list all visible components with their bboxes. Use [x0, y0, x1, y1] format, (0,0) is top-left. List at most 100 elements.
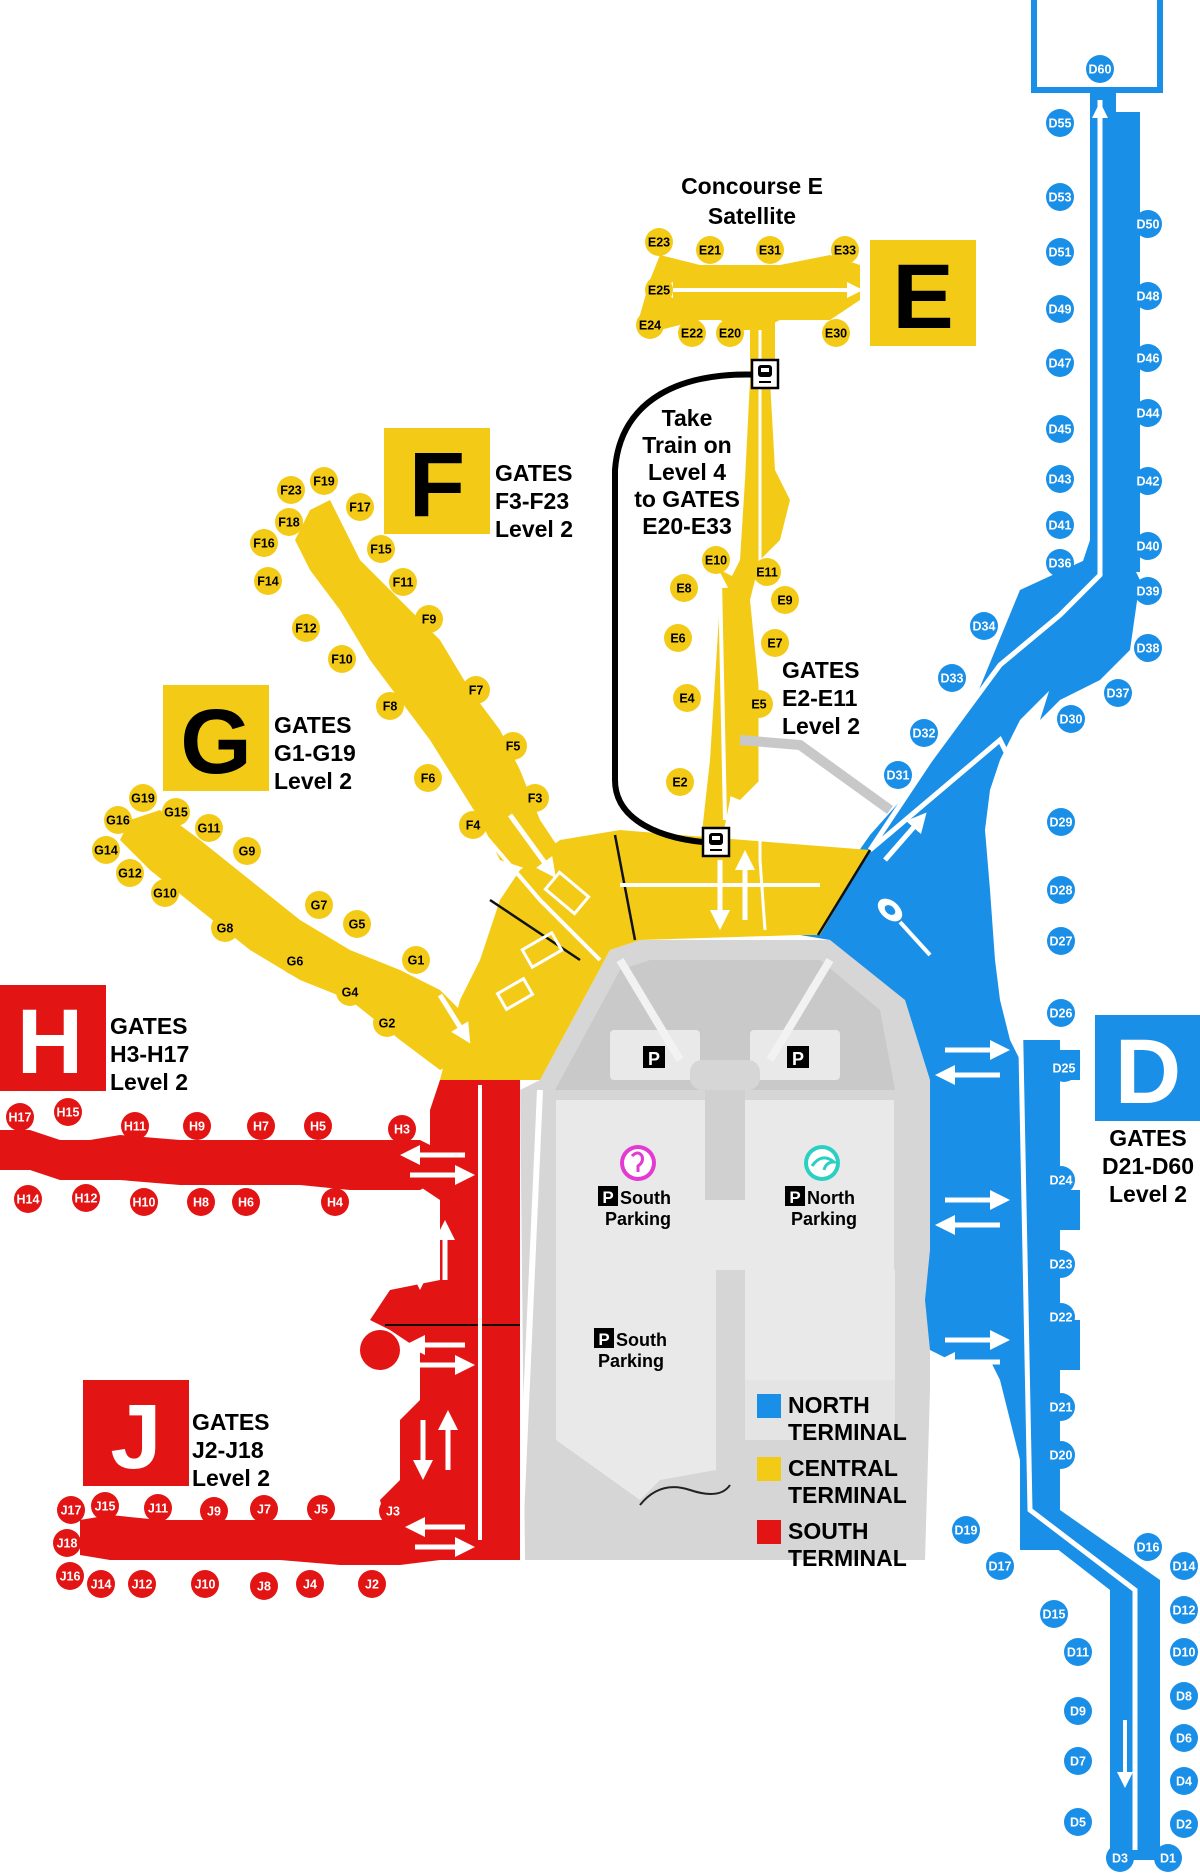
gate-h7: H7 — [247, 1112, 275, 1140]
gate-j4: J4 — [296, 1570, 324, 1598]
gate-label: E33 — [834, 244, 856, 258]
gate-marker — [233, 837, 261, 865]
gate-label: D7 — [1070, 1755, 1086, 1769]
svg-text:E2-E11: E2-E11 — [782, 685, 858, 711]
gate-j14: J14 — [87, 1570, 115, 1598]
gate-label: D45 — [1049, 423, 1072, 437]
gate-d41: D41 — [1046, 511, 1074, 539]
gate-g19: G19 — [129, 784, 157, 812]
gate-marker — [183, 1112, 211, 1140]
gate-label: D42 — [1137, 475, 1160, 489]
gate-label: D23 — [1050, 1258, 1073, 1272]
gate-label: J17 — [61, 1504, 82, 1518]
gate-label: D41 — [1049, 519, 1072, 533]
concourse-h-gates-label: GATES H3-H17 Level 2 — [110, 1013, 189, 1095]
gate-marker — [938, 664, 966, 692]
gate-marker — [986, 1552, 1014, 1580]
gate-marker — [187, 1188, 215, 1216]
gate-label: D51 — [1049, 246, 1072, 260]
gate-label: E2 — [672, 776, 687, 790]
gate-marker — [367, 535, 395, 563]
gate-label: G1 — [408, 954, 425, 968]
gate-marker — [822, 319, 850, 347]
gate-d17: D17 — [986, 1552, 1014, 1580]
gate-d38: D38 — [1134, 634, 1162, 662]
gate-d1: D1 — [1154, 1844, 1182, 1872]
gate-marker — [121, 1112, 149, 1140]
gate-marker — [211, 914, 239, 942]
gate-marker — [54, 1098, 82, 1126]
gate-marker — [636, 311, 664, 339]
gate-label: D44 — [1137, 407, 1160, 421]
gate-marker — [1134, 532, 1162, 560]
gate-marker — [753, 558, 781, 586]
gate-label: D1 — [1160, 1852, 1176, 1866]
gate-e9: E9 — [771, 586, 799, 614]
gate-label: D43 — [1049, 473, 1072, 487]
gate-g1: G1 — [402, 946, 430, 974]
svg-text:Parking: Parking — [605, 1209, 671, 1229]
gate-j16: J16 — [56, 1562, 84, 1590]
gate-d30: D30 — [1057, 705, 1085, 733]
gate-label: D38 — [1137, 642, 1160, 656]
gate-label: F7 — [469, 684, 484, 698]
gate-label: D50 — [1137, 218, 1160, 232]
gate-label: D40 — [1137, 540, 1160, 554]
gate-j2: J2 — [358, 1570, 386, 1598]
gate-marker — [1154, 1844, 1182, 1872]
gate-label: F15 — [370, 543, 392, 557]
gate-f8: F8 — [376, 692, 404, 720]
gate-marker — [884, 761, 912, 789]
gate-label: D60 — [1089, 63, 1112, 77]
gate-label: D15 — [1043, 1608, 1066, 1622]
gate-e2: E2 — [666, 768, 694, 796]
gate-label: G11 — [198, 822, 221, 836]
gate-label: H7 — [253, 1120, 269, 1134]
gate-f6: F6 — [414, 764, 442, 792]
svg-text:GATES: GATES — [782, 657, 860, 683]
gate-marker — [1047, 999, 1075, 1027]
gate-label: D39 — [1137, 585, 1160, 599]
gate-label: G19 — [131, 792, 155, 806]
gate-label: H11 — [124, 1120, 146, 1134]
svg-text:Parking: Parking — [791, 1209, 857, 1229]
svg-text:SOUTH: SOUTH — [788, 1518, 869, 1544]
svg-text:GATES: GATES — [1109, 1125, 1187, 1151]
gate-marker — [57, 1496, 85, 1524]
gate-marker — [91, 1492, 119, 1520]
gate-marker — [702, 546, 730, 574]
gate-marker — [56, 1562, 84, 1590]
gate-e24: E24 — [636, 311, 664, 339]
gate-marker — [1040, 1600, 1068, 1628]
gate-label: G9 — [239, 845, 256, 859]
concourse-d-letter: D — [1115, 1021, 1181, 1123]
gate-d9: D9 — [1064, 1697, 1092, 1725]
concourse-e-gates-label: GATES E2-E11 Level 2 — [782, 657, 860, 739]
gate-d25: D25 — [1050, 1054, 1078, 1082]
gate-label: E5 — [751, 698, 766, 712]
gate-marker — [232, 1188, 260, 1216]
gate-marker — [247, 1112, 275, 1140]
concourse-j-block: J — [83, 1380, 189, 1488]
gate-marker — [678, 319, 706, 347]
gate-marker — [1047, 1166, 1075, 1194]
gate-marker — [910, 719, 938, 747]
gate-marker — [14, 1185, 42, 1213]
gate-e30: E30 — [822, 319, 850, 347]
gate-label: E20 — [719, 327, 741, 341]
gate-d49: D49 — [1046, 295, 1074, 323]
gate-f23: F23 — [277, 476, 305, 504]
gate-marker — [1064, 1697, 1092, 1725]
gate-d47: D47 — [1046, 349, 1074, 377]
gate-label: H10 — [133, 1196, 156, 1210]
gate-j8: J8 — [250, 1572, 278, 1600]
gate-e33: E33 — [831, 236, 859, 264]
gate-label: E9 — [777, 594, 792, 608]
gate-d42: D42 — [1134, 467, 1162, 495]
gate-h17: H17 — [6, 1103, 34, 1131]
gate-marker — [1170, 1596, 1198, 1624]
gate-j9: J9 — [200, 1497, 228, 1525]
gate-label: H5 — [310, 1120, 326, 1134]
gate-label: E21 — [699, 244, 721, 258]
gate-marker — [250, 1495, 278, 1523]
